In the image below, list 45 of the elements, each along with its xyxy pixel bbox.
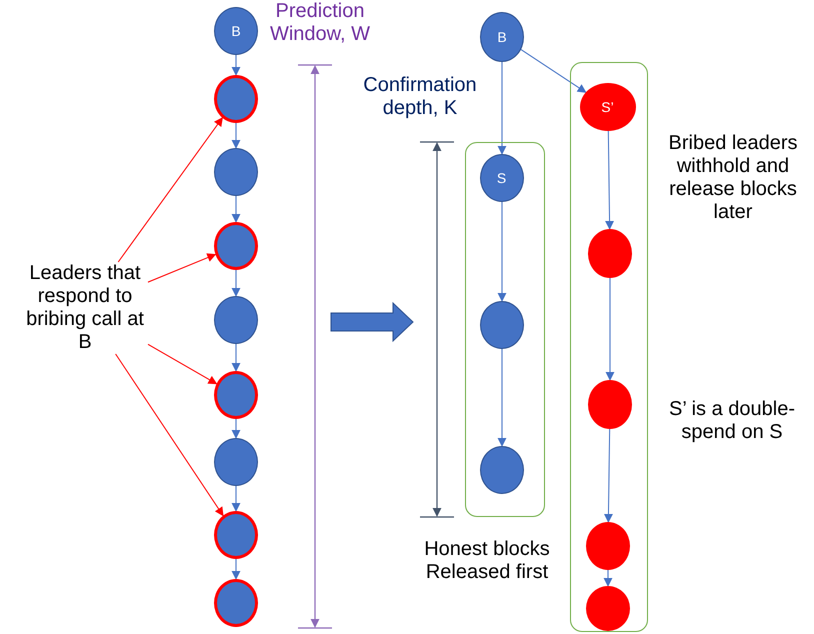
leader-arrow [148, 344, 218, 384]
block-circle [214, 511, 258, 559]
arrow [498, 348, 506, 447]
frame-caption: Honest blocks Released first [423, 538, 551, 584]
arrow [232, 486, 240, 512]
arrow [232, 418, 240, 439]
leader-arrow [115, 354, 224, 516]
block-circle [214, 75, 258, 123]
block-circle [214, 148, 258, 196]
annotation-text: Leaders that respond to bribing call at B [22, 262, 148, 354]
arrow [520, 49, 587, 93]
block-circle [586, 586, 630, 630]
block-circle [588, 228, 632, 278]
group-frame [570, 62, 648, 632]
block-circle [480, 446, 524, 494]
block-circle [214, 438, 258, 486]
side-note: Bribed leaders withhold and release blocks later [668, 132, 798, 224]
block-circle [586, 522, 630, 570]
arrow [232, 344, 240, 372]
arrow [606, 278, 614, 381]
block-circle: B [214, 7, 258, 55]
arrow [604, 428, 613, 523]
arrow [232, 196, 240, 223]
block-circle [214, 579, 258, 627]
block-circle: S’ [580, 82, 636, 130]
arrow [232, 122, 240, 149]
dimension-label: Prediction Window, W [268, 0, 372, 46]
block-circle: S [480, 154, 524, 202]
arrow [604, 570, 612, 587]
arrow [232, 54, 240, 76]
arrow [498, 202, 506, 302]
block-circle [588, 380, 632, 428]
arrow [605, 130, 614, 230]
side-note: S’ is a double-spend on S [668, 398, 796, 444]
dimension-label: Confirmation depth, K [362, 74, 478, 120]
arrow [232, 558, 240, 580]
arrow [498, 62, 506, 155]
block-circle [214, 222, 258, 270]
block-circle [214, 371, 258, 419]
arrow [232, 270, 240, 297]
leader-arrow [118, 117, 223, 262]
leader-arrow [148, 253, 216, 283]
block-circle [214, 296, 258, 344]
block-circle [480, 300, 524, 348]
block-circle: B [480, 12, 524, 62]
